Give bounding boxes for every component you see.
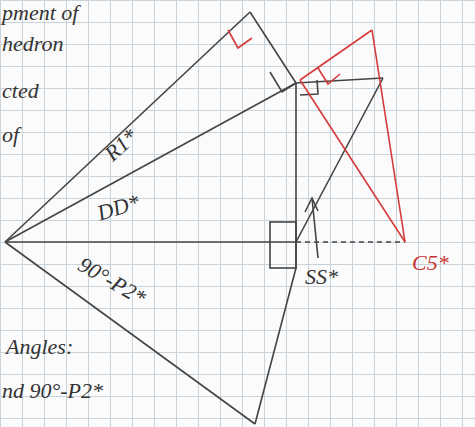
heading-fragment: hedron	[2, 33, 64, 55]
angle-label: C5*	[412, 252, 449, 274]
note-text: nd 90°-P2*	[2, 380, 103, 402]
heading-fragment: pment of	[2, 2, 78, 24]
angle-label: DD*	[95, 191, 142, 225]
heading-fragment: cted	[2, 80, 39, 102]
angle-label: R1*	[101, 125, 142, 165]
angle-label: SS*	[305, 266, 338, 288]
note-text: Angles:	[6, 336, 73, 358]
heading-fragment: of	[2, 124, 19, 146]
